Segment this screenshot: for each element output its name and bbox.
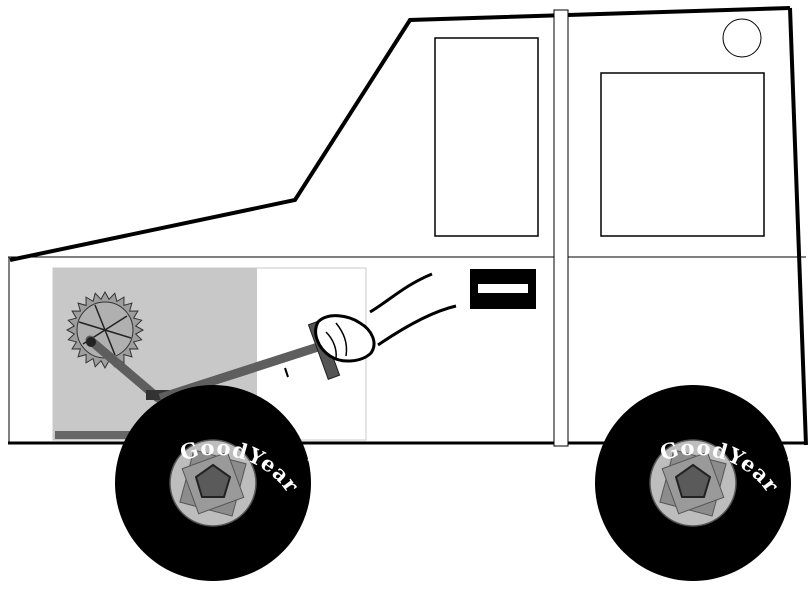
rear-window	[601, 73, 764, 236]
arm-outline	[370, 274, 456, 345]
front-tire-brand-bottom: Eagle	[306, 441, 382, 497]
front-wheel: GoodYear Eagle	[115, 385, 382, 581]
hand-illustration	[316, 274, 456, 361]
door-handle	[470, 269, 536, 309]
rear-edge-line	[790, 8, 806, 445]
crank-pivot	[86, 337, 96, 347]
front-window	[435, 38, 538, 236]
door-pillar	[554, 10, 568, 446]
fuel-cap-circle	[723, 19, 761, 57]
crank-rod-pin	[285, 368, 288, 377]
rear-wheel: GoodYear Eagle	[595, 385, 808, 581]
